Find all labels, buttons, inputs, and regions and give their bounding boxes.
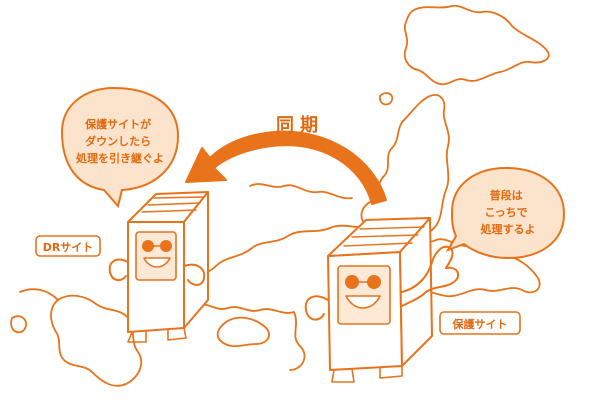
protected-site-label: 保護サイト: [452, 317, 508, 331]
protected-bubble-line-3: 処理するよ: [480, 222, 536, 236]
protected-bubble-line-2: こっちで: [484, 206, 527, 219]
dr-bubble-line-2: ダウンしたら: [85, 134, 151, 148]
protected-bubble-line-1: 普段は: [490, 188, 523, 202]
dr-server-character-icon: [108, 191, 209, 343]
sync-arrow-icon: [185, 130, 387, 205]
svg-text:普段は こっちで 処理するよ: 普段は こっちで 処理するよ: [480, 188, 536, 236]
dr-bubble-line-1: 保護サイトが: [84, 117, 151, 131]
protected-server-character-icon: [304, 217, 460, 383]
protected-site-speech-bubble: 普段は こっちで 処理するよ: [445, 166, 566, 260]
svg-text:保護サイトが ダウンしたら 処理を引: 保護サイトが ダウンしたら 処理を引き継ぐよ: [75, 117, 164, 165]
arrow-label: 同期: [276, 115, 324, 136]
dr-site-label: DRサイト: [43, 241, 94, 254]
protected-site-label-box: 保護サイト: [439, 311, 521, 335]
dr-site-label-box: DRサイト: [35, 235, 101, 257]
dr-bubble-line-3: 処理を引き継ぐよ: [75, 151, 164, 165]
dr-site-speech-bubble: 保護サイトが ダウンしたら 処理を引き継ぐよ: [60, 86, 180, 209]
